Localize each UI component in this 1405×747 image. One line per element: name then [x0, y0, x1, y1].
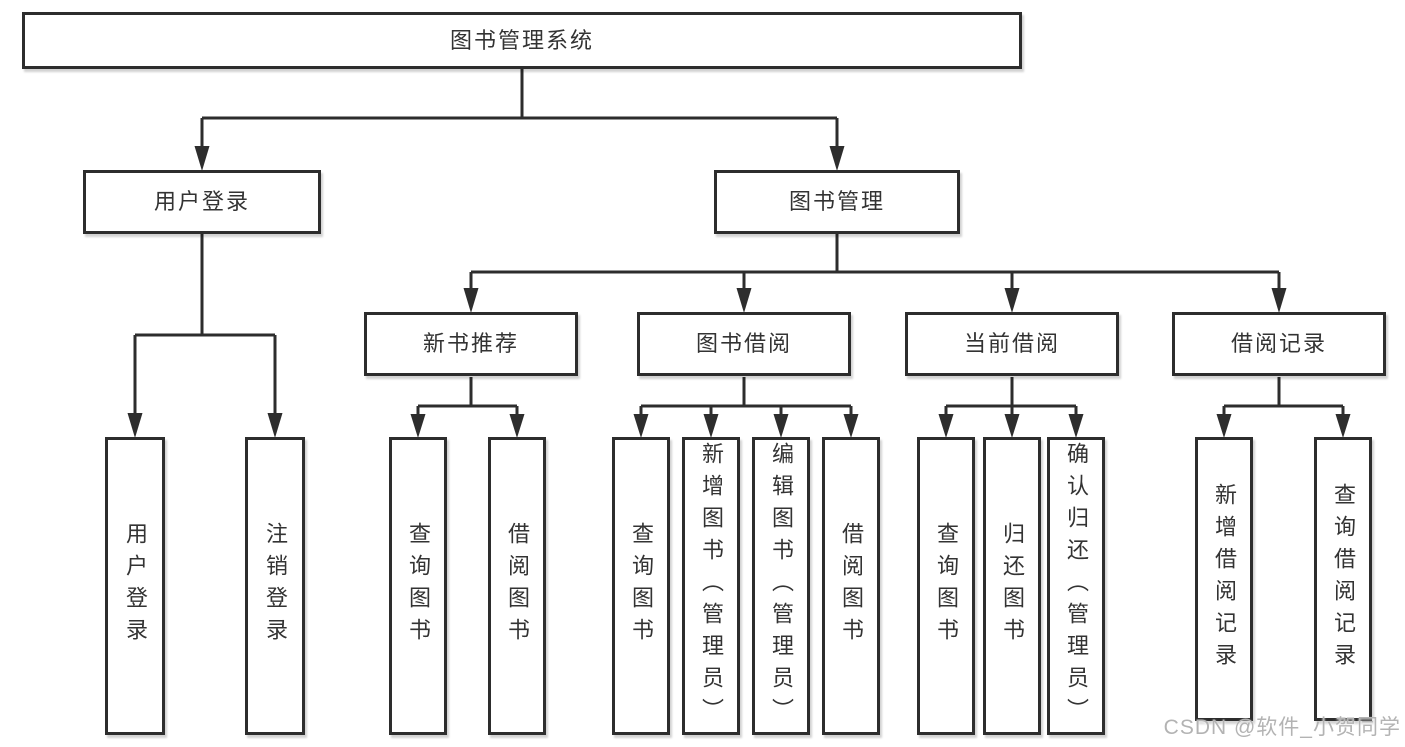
leaf-user-login-label: 用户登录 [123, 522, 148, 650]
leaf-borrow-query-books-label: 查询图书 [629, 522, 654, 650]
leaf-current-confirm-return-admin: 确认归还（管理员） [1047, 437, 1105, 735]
edge-user-login-bus [127, 234, 283, 438]
node-new-book-recommend: 新书推荐 [364, 312, 578, 376]
leaf-newbooks-borrow-books: 借阅图书 [488, 437, 546, 735]
leaf-records-add-record-label: 新增借阅记录 [1212, 483, 1237, 675]
leaf-records-add-record: 新增借阅记录 [1195, 437, 1253, 721]
leaf-logout-label: 注销登录 [263, 522, 288, 650]
leaf-borrow-edit-books-admin-label: 编辑图书（管理员） [769, 442, 794, 730]
node-root-system: 图书管理系统 [22, 12, 1022, 69]
leaf-current-query-books-label: 查询图书 [934, 522, 959, 650]
leaf-records-query-record: 查询借阅记录 [1314, 437, 1372, 721]
edge-root-bus [194, 69, 845, 171]
leaf-newbooks-query-books: 查询图书 [389, 437, 447, 735]
leaf-newbooks-borrow-books-label: 借阅图书 [505, 522, 530, 650]
leaf-records-query-record-label: 查询借阅记录 [1331, 483, 1356, 675]
leaf-user-login: 用户登录 [105, 437, 165, 735]
csdn-watermark: CSDN @软件_小贺同学 [1163, 716, 1401, 739]
node-root-label: 图书管理系统 [449, 27, 594, 53]
leaf-borrow-add-books-admin-label: 新增图书（管理员） [699, 442, 724, 730]
node-book-borrow-label: 图书借阅 [695, 331, 792, 356]
node-book-management: 图书管理 [714, 170, 960, 234]
node-book-borrow: 图书借阅 [637, 312, 851, 376]
leaf-current-query-books: 查询图书 [917, 437, 975, 735]
node-borrow-records: 借阅记录 [1172, 312, 1386, 376]
edge-current-borrow-bus [938, 377, 1084, 438]
node-new-book-recommend-label: 新书推荐 [422, 331, 519, 356]
node-current-borrow: 当前借阅 [905, 312, 1119, 376]
node-user-login-label: 用户登录 [153, 189, 250, 214]
node-book-management-label: 图书管理 [788, 189, 885, 214]
edge-book-management-bus [463, 234, 1287, 313]
leaf-current-return-books: 归还图书 [983, 437, 1041, 735]
leaf-current-return-books-label: 归还图书 [1000, 522, 1025, 650]
edge-borrow-records-bus [1216, 377, 1351, 438]
leaf-newbooks-query-books-label: 查询图书 [406, 522, 431, 650]
leaf-current-confirm-return-admin-label: 确认归还（管理员） [1064, 442, 1089, 730]
edge-new-books-bus [410, 377, 525, 438]
node-current-borrow-label: 当前借阅 [963, 331, 1060, 356]
edge-book-borrow-bus [633, 377, 859, 438]
leaf-borrow-borrow-books-label: 借阅图书 [839, 522, 864, 650]
node-user-login: 用户登录 [83, 170, 321, 234]
node-borrow-records-label: 借阅记录 [1230, 331, 1327, 356]
leaf-borrow-add-books-admin: 新增图书（管理员） [682, 437, 740, 735]
leaf-logout: 注销登录 [245, 437, 305, 735]
leaf-borrow-borrow-books: 借阅图书 [822, 437, 880, 735]
leaf-borrow-edit-books-admin: 编辑图书（管理员） [752, 437, 810, 735]
leaf-borrow-query-books: 查询图书 [612, 437, 670, 735]
